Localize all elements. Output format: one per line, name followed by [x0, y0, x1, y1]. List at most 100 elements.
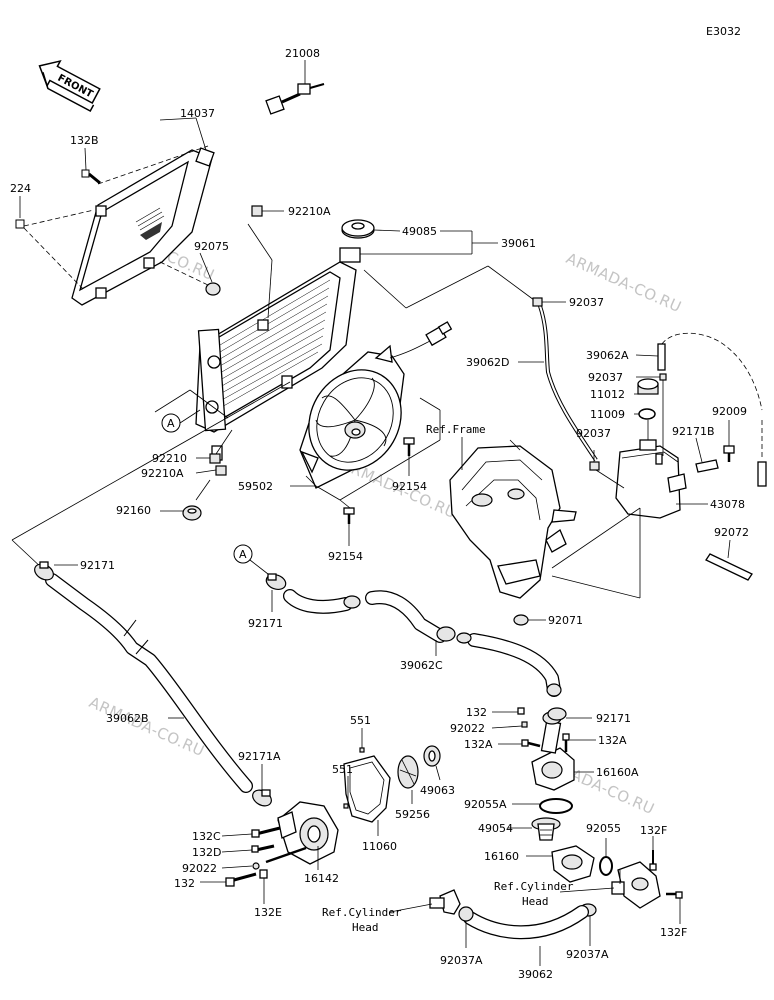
hose-clamp-icon [34, 561, 54, 581]
part-label: 14037 [180, 107, 215, 120]
part-label: 59256 [395, 808, 430, 821]
part-label: 11060 [362, 840, 397, 853]
part-label: 39062D [466, 356, 509, 369]
part-label: 39062A [586, 349, 629, 362]
hose-clamp-icon [252, 789, 272, 807]
part-label: 132A [464, 738, 493, 751]
breather-tube-icon [657, 343, 666, 371]
diagram-code: E3032 [706, 25, 741, 38]
grommet-icon [513, 614, 529, 626]
part-label: 92037A [566, 948, 609, 961]
part-label: 92075 [194, 240, 229, 253]
radiator [195, 247, 361, 461]
tank-cap-icon [637, 378, 659, 395]
part-label: 92022 [450, 722, 485, 735]
strap-icon [705, 553, 753, 581]
hose-39062 [463, 905, 589, 940]
radiator-fins [219, 279, 331, 409]
svg-text:A: A [239, 548, 247, 561]
overflow-hose [538, 305, 598, 462]
part-label: 49085 [402, 225, 437, 238]
breather-tube-icon [757, 461, 767, 487]
part-label: 92055A [464, 798, 507, 811]
impeller-icon [397, 755, 419, 789]
part-label: 39062 [518, 968, 553, 981]
part-label: 132E [254, 906, 282, 919]
bolt-icon [403, 437, 415, 456]
part-label: 92210 [152, 452, 187, 465]
part-label: 16160A [596, 766, 639, 779]
part-label: 92210A [288, 205, 331, 218]
part-label: 16160 [484, 850, 519, 863]
reference-labels: Ref.Frame Ref.Cylinder Head Ref.Cylinder… [322, 423, 574, 934]
frame-bracket [449, 445, 577, 599]
part-label: 92072 [714, 526, 749, 539]
bracket-icon [695, 459, 719, 473]
thermostat-icon [531, 817, 561, 841]
part-label: 11009 [590, 408, 625, 421]
hose-clamp-icon [458, 906, 474, 922]
part-label: 92037 [576, 427, 611, 440]
part-label: 39062C [400, 659, 443, 672]
bolt-icon [517, 707, 570, 752]
clamp-icon [659, 373, 667, 381]
part-label: 11012 [590, 388, 625, 401]
part-label: 92037A [440, 954, 483, 967]
part-label: 16142 [304, 872, 339, 885]
water-pump [277, 801, 339, 865]
part-label: 224 [10, 182, 31, 195]
part-label: 92171A [238, 750, 281, 763]
part-label: 92171B [672, 425, 715, 438]
part-label: 132F [660, 926, 687, 939]
part-label: 39061 [501, 237, 536, 250]
part-label: 92171 [248, 617, 283, 630]
part-label: 551 [350, 714, 371, 727]
thermostat-housing-lower [551, 845, 595, 883]
water-fitting [611, 861, 661, 909]
callout-a: A [233, 544, 253, 564]
part-label: 59502 [238, 480, 273, 493]
reserve-tank [615, 439, 687, 519]
part-label: 92154 [392, 480, 427, 493]
part-label: 92055 [586, 822, 621, 835]
cylinder-head-fitting [429, 889, 461, 915]
radiator-guard [71, 147, 215, 306]
part-label: 132A [598, 734, 627, 747]
ref-cylinder-head-label: Head [522, 895, 549, 908]
seal-icon [423, 745, 441, 767]
part-label: 92022 [182, 862, 217, 875]
thermostat-housing-upper [531, 711, 575, 791]
seal-icon [638, 408, 656, 420]
hose-clamp-icon [547, 707, 567, 721]
bolt-icon [15, 219, 25, 229]
hose-39062b [45, 573, 253, 793]
hose-clamp-icon [265, 573, 287, 591]
bolt-icon [81, 169, 101, 185]
bolt-icon [649, 850, 683, 899]
bolt-icon [343, 507, 355, 524]
front-arrow-icon: FRONT [38, 59, 101, 113]
part-label: 49063 [420, 784, 455, 797]
part-label: 132 [174, 877, 195, 890]
grommet-icon [251, 205, 263, 217]
grommet-icon [182, 505, 202, 521]
o-ring-icon [599, 856, 613, 876]
o-ring-icon [539, 798, 573, 814]
fan-connector-icon [425, 321, 453, 347]
ref-frame-label: Ref.Frame [426, 423, 486, 436]
part-label: 43078 [710, 498, 745, 511]
ref-cylinder-head-label: Ref.Cylinder [322, 906, 402, 919]
part-label: 92160 [116, 504, 151, 517]
part-label: 92071 [548, 614, 583, 627]
svg-text:A: A [167, 417, 175, 430]
part-label: 21008 [285, 47, 320, 60]
grommet-icon [209, 453, 227, 476]
part-label: 39062B [106, 712, 149, 725]
part-labels: 21008 14037 132B 224 92075 92210A 49085 … [10, 47, 749, 981]
part-label: 92210A [141, 467, 184, 480]
part-label: 92009 [712, 405, 747, 418]
part-label: 132C [192, 830, 221, 843]
bolt-icon [225, 826, 307, 887]
radiator-cap-icon [341, 219, 375, 239]
part-label: 132D [192, 846, 221, 859]
